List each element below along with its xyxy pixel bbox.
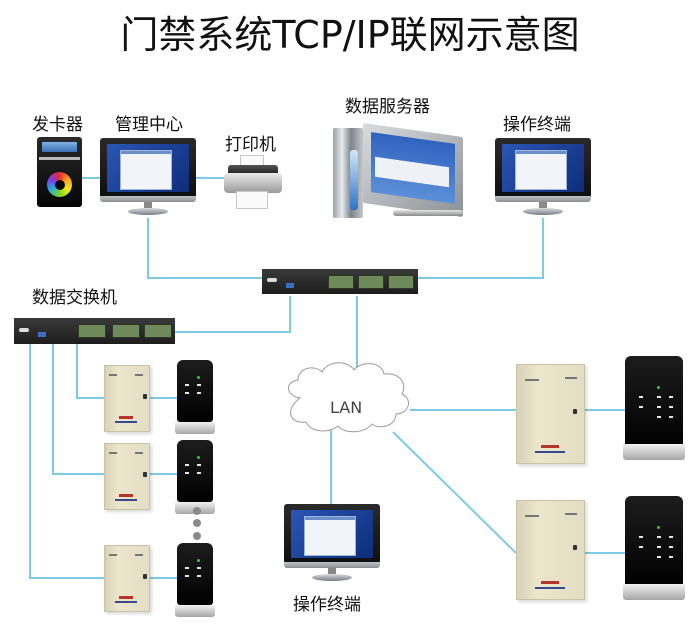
card-issuer-icon[interactable]: [37, 137, 82, 207]
card-issuer-label: 发卡器: [32, 115, 83, 135]
more-devices-dot: [193, 532, 201, 540]
printer-label: 打印机: [225, 135, 276, 155]
data-switch-label: 数据交换机: [32, 288, 117, 308]
management-center-monitor-icon[interactable]: [100, 138, 196, 218]
card-reader-icon[interactable]: [175, 543, 215, 617]
core-switch-icon[interactable]: [262, 269, 418, 294]
operator-terminal-bottom-monitor-icon[interactable]: [284, 504, 380, 584]
wire-switch-switch: [175, 296, 291, 333]
wire-switch-ctrl-l1: [76, 344, 104, 399]
wire-terminal-switch: [418, 218, 544, 279]
wire-lan-ctrl-r2: [392, 431, 517, 554]
wire-mgmt-switch: [147, 218, 262, 279]
card-reader-icon[interactable]: [175, 360, 215, 434]
more-devices-dot: [193, 519, 201, 527]
operator-terminal-bottom-label: 操作终端: [293, 595, 361, 615]
server-icon[interactable]: [333, 120, 463, 220]
operator-terminal-top-monitor-icon[interactable]: [495, 138, 591, 218]
management-center-label: 管理中心: [115, 115, 183, 135]
data-server-label: 数据服务器: [345, 97, 430, 117]
cloud-icon: [288, 362, 410, 433]
lan-label: LAN: [330, 398, 363, 417]
access-controller-icon[interactable]: [104, 545, 150, 612]
access-controller-icon[interactable]: [104, 443, 150, 510]
diagram-title: 门禁系统TCP/IP联网示意图: [120, 13, 580, 57]
wire-switch-ctrl-l2: [52, 344, 104, 475]
wire-switch-ctrl-l3: [29, 344, 104, 579]
card-reader-icon[interactable]: [175, 440, 215, 514]
operator-terminal-top-label: 操作终端: [503, 115, 571, 135]
card-reader-icon[interactable]: [623, 356, 685, 460]
access-controller-icon[interactable]: [516, 500, 585, 600]
printer-icon[interactable]: [224, 155, 282, 210]
access-controller-icon[interactable]: [516, 364, 585, 464]
access-controller-icon[interactable]: [104, 365, 150, 432]
data-switch-icon[interactable]: [14, 318, 175, 344]
more-devices-dot: [193, 507, 201, 515]
card-reader-icon[interactable]: [623, 496, 685, 600]
